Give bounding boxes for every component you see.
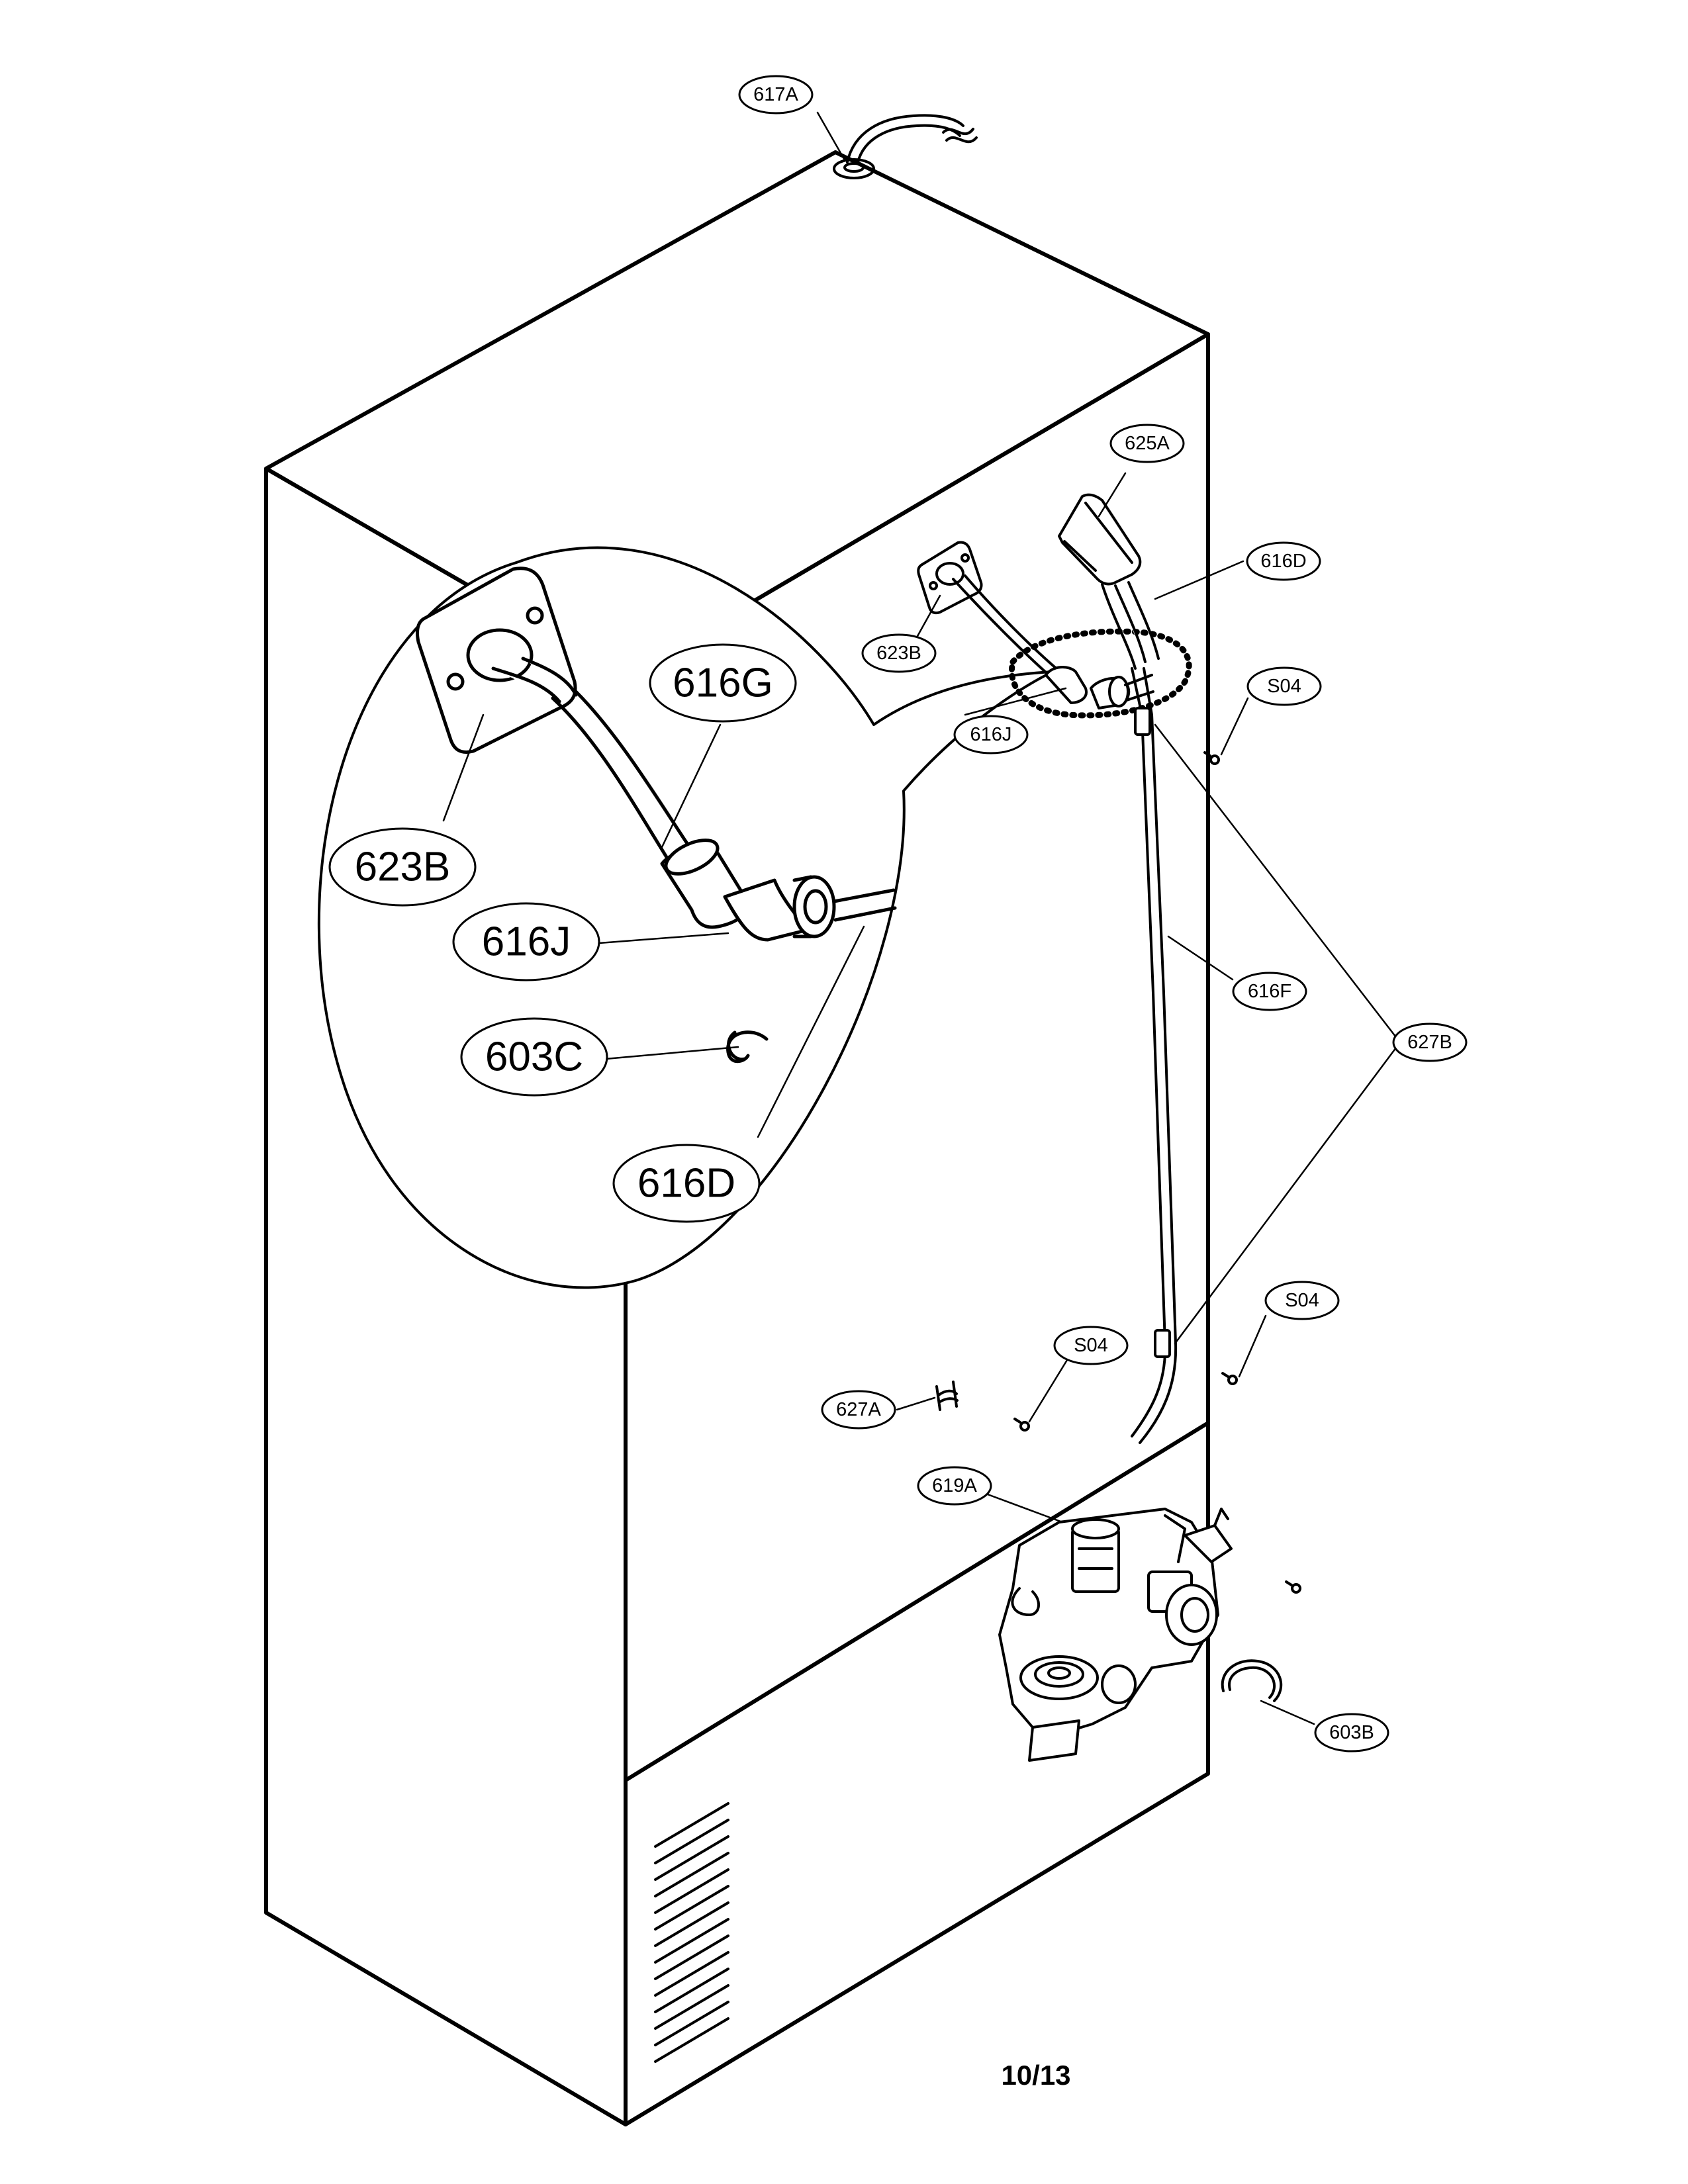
tube-clamp-627b-lower	[1154, 1329, 1171, 1358]
water-filter-625a	[1058, 493, 1160, 670]
label-616g-detail: 616G	[673, 660, 773, 706]
tube-clamp-627a	[935, 1381, 959, 1411]
label-603b: 603B	[1329, 1722, 1374, 1743]
label-623b-detail: 623B	[355, 844, 451, 890]
water-line-inlet-617a	[833, 114, 978, 179]
tube-fitting-616j-detail	[660, 839, 897, 942]
label-625a: 625A	[1125, 433, 1170, 454]
page-number: 10/13	[1001, 2060, 1070, 2091]
label-627a: 627A	[836, 1399, 881, 1420]
water-tube-616g-detail	[551, 690, 694, 862]
label-616j-detail: 616J	[482, 919, 571, 965]
retaining-clip-603b	[1221, 1659, 1283, 1702]
label-s04-low: S04	[1074, 1335, 1108, 1356]
label-627b: 627B	[1407, 1032, 1452, 1053]
water-tube-616f	[1131, 667, 1178, 1444]
water-valve-619a	[998, 1508, 1233, 1762]
label-619a: 619A	[932, 1475, 977, 1496]
label-616j-small: 616J	[970, 724, 1012, 745]
vent-grille	[654, 1802, 729, 2063]
tube-fitting-616j	[1045, 666, 1154, 709]
label-ovals	[328, 75, 1468, 1752]
dashed-detail-highlight	[1009, 628, 1192, 719]
label-616d-detail: 616D	[637, 1161, 735, 1206]
water-tube-616g	[952, 574, 1064, 680]
retaining-clip-603c-detail	[726, 1030, 769, 1064]
water-tube-bracket-623b	[917, 541, 983, 615]
label-623b-small: 623B	[876, 643, 921, 664]
label-s04-top: S04	[1267, 676, 1301, 697]
lower-compartment-line	[624, 1421, 1210, 1782]
screw-valve	[1285, 1580, 1301, 1594]
screw-s04-top	[1203, 751, 1220, 765]
leader-lines	[442, 111, 1401, 1725]
screw-s04-mid	[1221, 1372, 1238, 1385]
label-603c-detail: 603C	[485, 1034, 583, 1080]
water-tube-bracket-623b-detail	[415, 567, 578, 754]
label-616d-small: 616D	[1260, 551, 1306, 572]
label-617a: 617A	[753, 84, 798, 105]
label-616f: 616F	[1248, 981, 1291, 1002]
label-s04-mid: S04	[1285, 1290, 1319, 1311]
screw-s04-low	[1013, 1418, 1030, 1432]
tube-clamp-627b-upper	[1134, 707, 1151, 736]
